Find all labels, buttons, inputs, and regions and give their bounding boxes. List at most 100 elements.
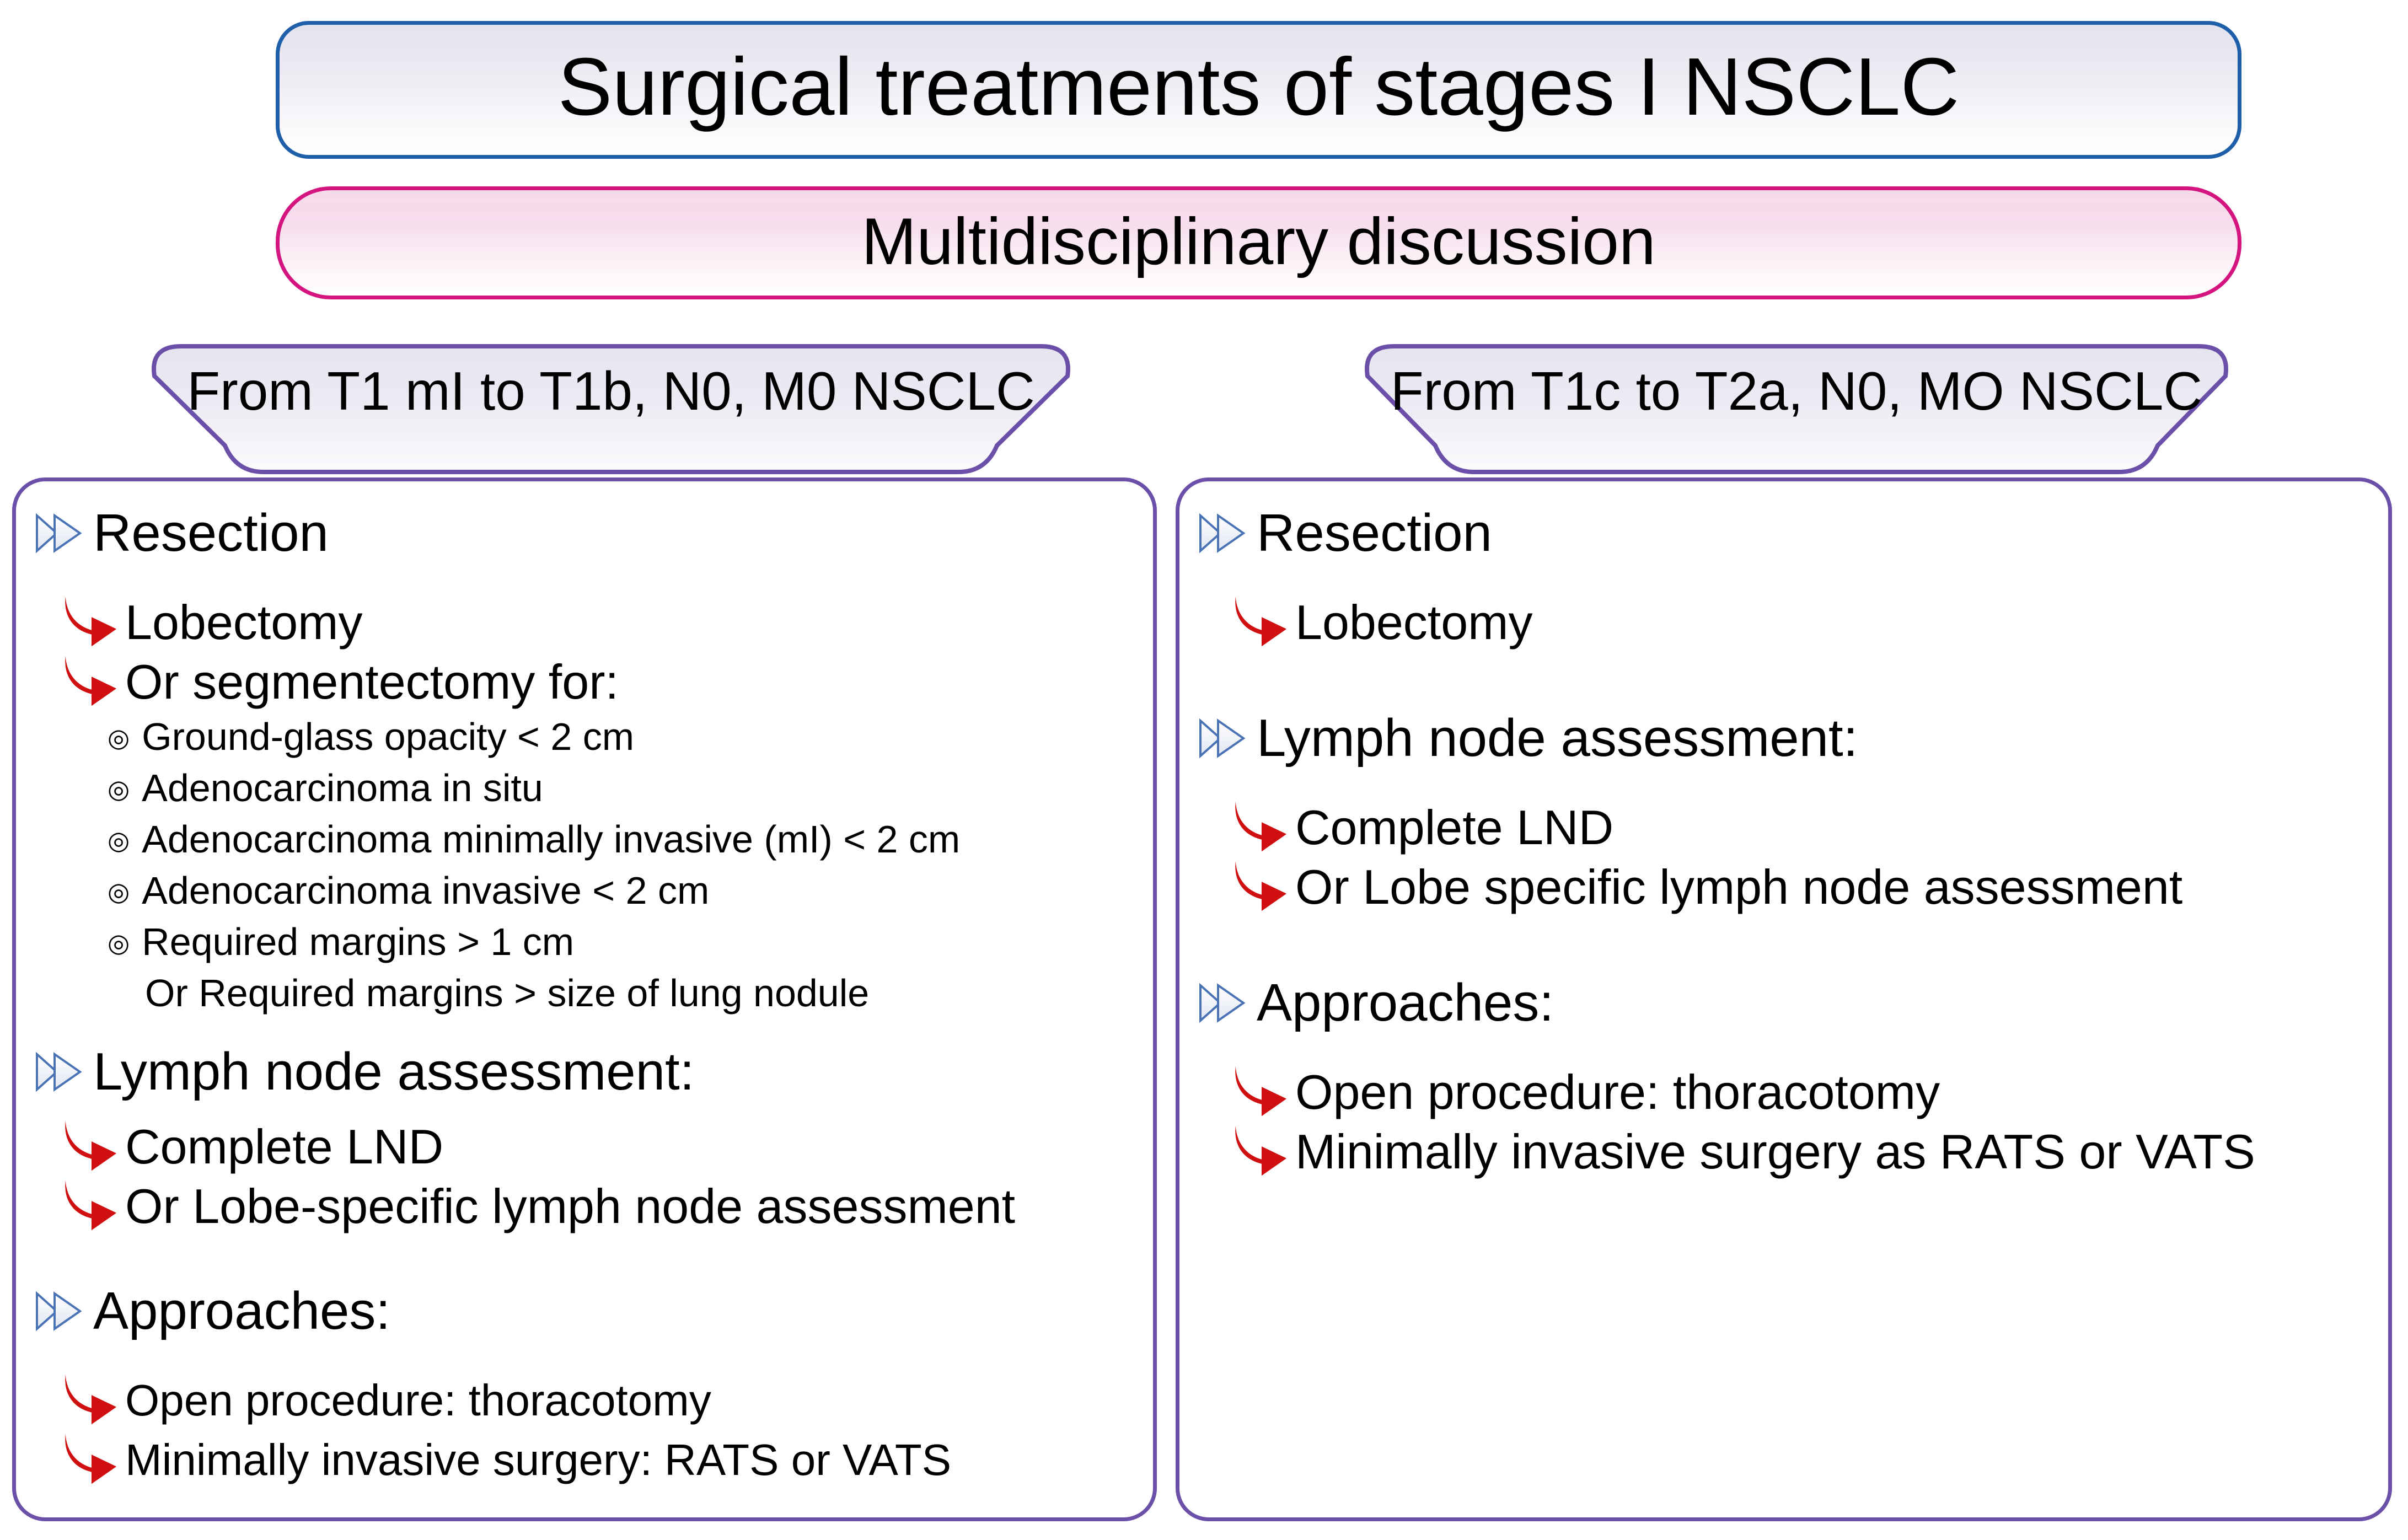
heading-label: Approaches: xyxy=(93,1281,391,1340)
heading-label: Resection xyxy=(1257,503,1492,562)
list-item-label: Complete LND xyxy=(1295,800,1614,855)
list-item-label: Adenocarcinoma minimally invasive (mI) <… xyxy=(142,818,961,861)
list-item: Lobectomy xyxy=(1230,593,2372,652)
curved-red-arrow-icon xyxy=(1235,1066,1287,1117)
double-circle-bullet-icon: ◎ xyxy=(108,929,130,957)
list-item: Minimally invasive surgery as RATS or VA… xyxy=(1230,1122,2372,1182)
curved-red-arrow-icon xyxy=(65,1120,117,1171)
spacer xyxy=(35,1340,1136,1371)
list-item-label: Minimally invasive surgery as RATS or VA… xyxy=(1295,1124,2255,1179)
double-circle-bullet-icon: ◎ xyxy=(108,723,130,752)
list-item: Minimally invasive surgery: RATS or VATS xyxy=(60,1430,1136,1490)
lymph-items-left: Complete LND Or Lobe-specific lymph node… xyxy=(60,1117,1136,1236)
panel-stage-t1c-t2a: Resection Lobectomy Lymph node assessmen… xyxy=(1176,477,2392,1521)
list-item: ◎ Adenocarcinoma minimally invasive (mI)… xyxy=(108,820,1136,871)
heading-lymph-node-right: Lymph node assessment: xyxy=(1198,710,2372,767)
list-item-label: Required margins > 1 cm xyxy=(142,920,575,963)
heading-approaches-left: Approaches: xyxy=(35,1283,1136,1340)
heading-resection-left: Resection xyxy=(35,505,1136,562)
heading-approaches-right: Approaches: xyxy=(1198,974,2372,1032)
double-chevron-icon xyxy=(1199,514,1245,552)
heading-label: Lymph node assessment: xyxy=(1257,709,1858,768)
multidisciplinary-discussion-banner: Multidisciplinary discussion xyxy=(276,186,2241,299)
segmentectomy-criteria-list: ◎ Ground-glass opacity < 2 cm ◎ Adenocar… xyxy=(108,717,1136,1027)
list-item-label: Complete LND xyxy=(125,1119,444,1174)
title-banner: Surgical treatments of stages I NSCLC xyxy=(276,21,2241,159)
resection-items-left: Lobectomy Or segmentectomy for: xyxy=(60,593,1136,712)
curved-red-arrow-icon xyxy=(65,596,117,647)
curved-red-arrow-icon xyxy=(65,1374,117,1425)
list-item: Or segmentectomy for: xyxy=(60,652,1136,712)
section-resection-right: Resection Lobectomy xyxy=(1198,505,2372,652)
section-lymph-node-right: Lymph node assessment: Complete LND Or L… xyxy=(1198,710,2372,917)
double-chevron-icon xyxy=(36,1053,81,1091)
list-item-label: Lobectomy xyxy=(1295,595,1533,650)
spacer xyxy=(1198,1032,2372,1063)
list-item: Open procedure: thoracotomy xyxy=(1230,1063,2372,1122)
list-item-label: Adenocarcinoma invasive < 2 cm xyxy=(142,869,710,912)
approaches-items-right: Open procedure: thoracotomy Minimally in… xyxy=(1230,1063,2372,1182)
list-item: ◎ Adenocarcinoma in situ xyxy=(108,769,1136,820)
curved-red-arrow-icon xyxy=(1235,801,1287,852)
curved-red-arrow-icon xyxy=(1235,861,1287,911)
list-item: Complete LND xyxy=(60,1117,1136,1177)
list-item: Open procedure: thoracotomy xyxy=(60,1371,1136,1430)
section-lymph-node-left: Lymph node assessment: Complete LND Or L… xyxy=(35,1043,1136,1236)
spacer xyxy=(35,562,1136,593)
heading-label: Resection xyxy=(93,503,329,562)
spacer xyxy=(1198,767,2372,798)
section-resection-left: Resection Lobectomy Or segmentectomy for… xyxy=(35,505,1136,1027)
list-item-label: Or segmentectomy for: xyxy=(125,654,619,709)
heading-lymph-node-left: Lymph node assessment: xyxy=(35,1043,1136,1101)
list-item-label: Adenocarcinoma in situ xyxy=(142,766,543,809)
double-circle-bullet-icon: ◎ xyxy=(108,826,130,855)
curved-red-arrow-icon xyxy=(65,656,117,706)
double-chevron-icon xyxy=(1199,984,1245,1022)
double-circle-bullet-icon: ◎ xyxy=(108,775,130,803)
list-item-label: Open procedure: thoracotomy xyxy=(1295,1065,1940,1119)
section-approaches-right: Approaches: Open procedure: thoracotomy … xyxy=(1198,974,2372,1182)
list-item: Or Lobe specific lymph node assessment xyxy=(1230,857,2372,917)
panel-stage-t1mi-t1b: Resection Lobectomy Or segmentectomy for… xyxy=(12,477,1157,1521)
stage-pill-right-label: From T1c to T2a, N0, MO NSCLC xyxy=(1390,361,2203,421)
list-item: Or Lobe-specific lymph node assessment xyxy=(60,1177,1136,1236)
double-circle-bullet-icon: ◎ xyxy=(108,877,130,906)
stage-pill-left-shape xyxy=(152,344,1070,474)
list-item-label: Open procedure: thoracotomy xyxy=(125,1376,711,1425)
double-chevron-icon xyxy=(1199,720,1245,757)
list-item: ◎ Ground-glass opacity < 2 cm xyxy=(108,717,1136,769)
heading-label: Lymph node assessment: xyxy=(93,1042,695,1101)
stage-pill-right-shape xyxy=(1365,344,2228,474)
spacer xyxy=(35,1027,1136,1043)
curved-red-arrow-icon xyxy=(65,1434,117,1484)
curved-red-arrow-icon xyxy=(1235,1125,1287,1176)
criteria-continuation-label: Or Required margins > size of lung nodul… xyxy=(145,972,870,1015)
list-item-label: Minimally invasive surgery: RATS or VATS xyxy=(125,1435,952,1484)
double-chevron-icon xyxy=(36,514,81,552)
resection-items-right: Lobectomy xyxy=(1230,593,2372,652)
spacer xyxy=(1198,562,2372,593)
page-title: Surgical treatments of stages I NSCLC xyxy=(557,41,1960,132)
spacer xyxy=(35,1101,1136,1117)
list-item-label: Or Lobe specific lymph node assessment xyxy=(1295,860,2183,914)
curved-red-arrow-icon xyxy=(1235,596,1287,647)
list-item: ◎ Adenocarcinoma invasive < 2 cm xyxy=(108,871,1136,922)
spacer xyxy=(1198,917,2372,974)
multidisciplinary-discussion-label: Multidisciplinary discussion xyxy=(861,204,1656,278)
section-approaches-left: Approaches: Open procedure: thoracotomy … xyxy=(35,1283,1136,1490)
spacer xyxy=(35,1236,1136,1283)
list-item-label: Or Lobe-specific lymph node assessment xyxy=(125,1179,1016,1233)
list-item-label: Lobectomy xyxy=(125,595,363,650)
stage-pill-left: From T1 mI to T1b, N0, M0 NSCLC xyxy=(148,343,1074,475)
curved-red-arrow-icon xyxy=(65,1180,117,1231)
list-item: Lobectomy xyxy=(60,593,1136,652)
stage-pill-right: From T1c to T2a, N0, MO NSCLC xyxy=(1361,343,2232,475)
heading-resection-right: Resection xyxy=(1198,505,2372,562)
approaches-items-left: Open procedure: thoracotomy Minimally in… xyxy=(60,1371,1136,1490)
lymph-items-right: Complete LND Or Lobe specific lymph node… xyxy=(1230,798,2372,917)
list-item-label: Ground-glass opacity < 2 cm xyxy=(142,715,635,758)
heading-label: Approaches: xyxy=(1257,973,1554,1032)
double-chevron-icon xyxy=(36,1292,81,1330)
spacer xyxy=(1198,652,2372,710)
stage-pill-left-label: From T1 mI to T1b, N0, M0 NSCLC xyxy=(187,361,1035,421)
